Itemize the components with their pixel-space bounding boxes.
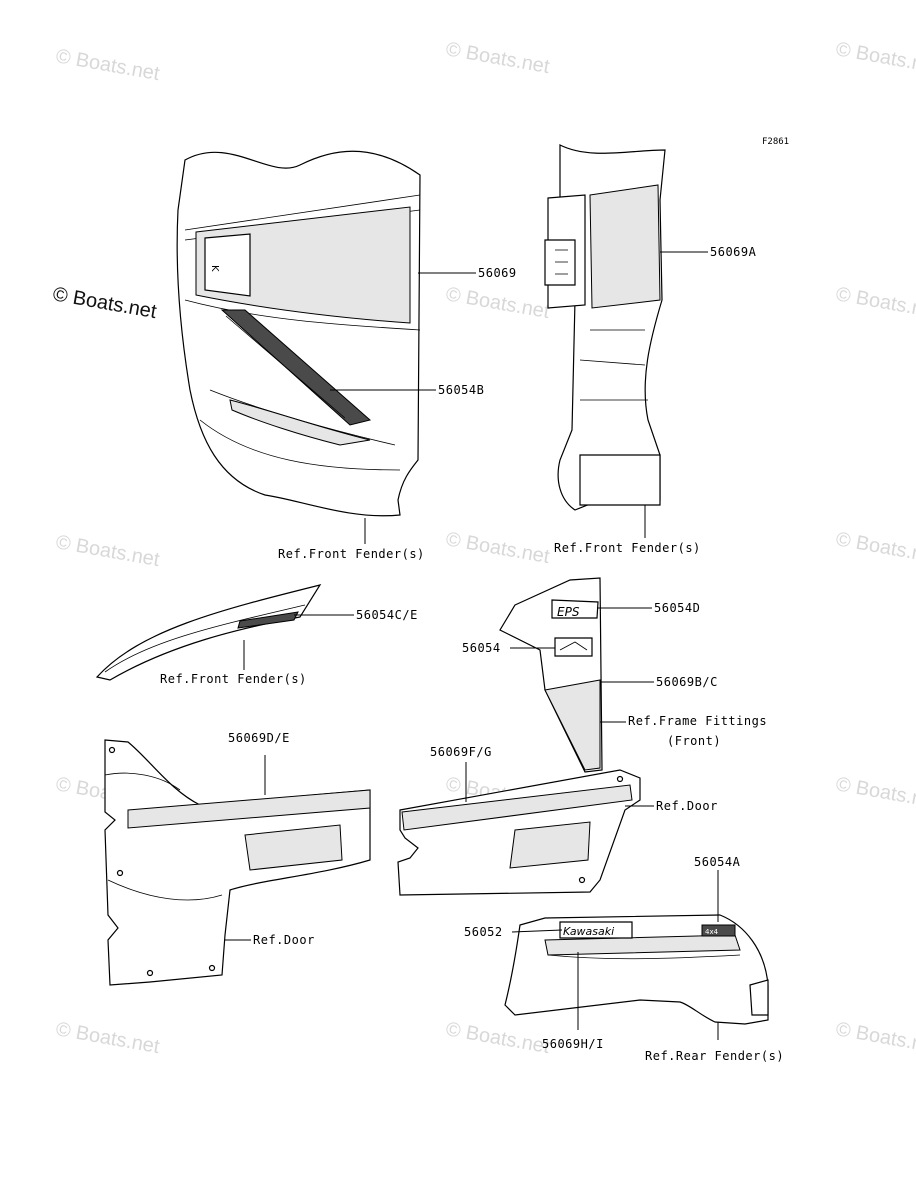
emblem-decal-text: 4x4	[705, 928, 719, 936]
callout-56054B: 56054B	[438, 383, 484, 397]
frame-fitting-front: EPS	[499, 577, 603, 773]
callout-56069BC: 56069B/C	[656, 675, 718, 689]
watermark-6: © Boats.net	[54, 531, 161, 571]
leader-56052	[511, 929, 563, 933]
front-fender-strip	[95, 584, 322, 681]
watermark-7: © Boats.net	[444, 528, 551, 568]
callout-ref-rear-fender: Ref.Rear Fender(s)	[645, 1049, 784, 1063]
leader-ref-frame-fittings	[599, 720, 626, 723]
watermark-dark: © Boats.net	[51, 283, 158, 323]
callout-56069: 56069	[478, 266, 517, 280]
rear-fender-panel: Kawasaki 4x4	[504, 914, 769, 1025]
eps-decal-text: EPS	[557, 605, 580, 619]
callout-ref-door-1: Ref.Door	[656, 799, 718, 813]
watermark-4: © Boats.net	[444, 283, 551, 323]
callout-56052: 56052	[464, 925, 503, 939]
front-fender-side-panel: K	[176, 150, 421, 517]
watermark-1: © Boats.net	[54, 45, 161, 85]
right-door-panel	[397, 769, 641, 896]
kawasaki-decal-text: Kawasaki	[563, 925, 614, 938]
callout-ref-frame-fittings-front: (Front)	[667, 734, 721, 748]
watermark-13: © Boats.net	[444, 1018, 551, 1058]
watermark-3: © Boats.net	[834, 38, 916, 78]
figure-code: F2861	[762, 137, 789, 147]
callout-56069HI: 56069H/I	[542, 1037, 604, 1051]
callout-56069FG: 56069F/G	[430, 745, 492, 759]
watermark-14: © Boats.net	[834, 1018, 916, 1058]
callout-56054A: 56054A	[694, 855, 741, 869]
watermark-5: © Boats.net	[834, 283, 916, 323]
decal-logo-text: K	[209, 265, 220, 272]
callout-ref-frame-fittings: Ref.Frame Fittings	[628, 714, 767, 728]
callout-56054CE: 56054C/E	[356, 608, 418, 622]
callout-56054D: 56054D	[654, 601, 700, 615]
front-fender-inner-panel	[544, 144, 666, 511]
callout-56069DE: 56069D/E	[228, 731, 290, 745]
callout-ref-front-fender-2: Ref.Front Fender(s)	[554, 541, 701, 555]
callout-ref-door-2: Ref.Door	[253, 933, 315, 947]
callout-ref-front-fender-1: Ref.Front Fender(s)	[278, 547, 425, 561]
left-door-panel	[104, 739, 371, 986]
watermark-11: © Boats.net	[834, 773, 916, 813]
callout-56069A: 56069A	[710, 245, 757, 259]
watermark-12: © Boats.net	[54, 1018, 161, 1058]
callout-56054: 56054	[462, 641, 501, 655]
watermark-8: © Boats.net	[834, 528, 916, 568]
watermark-2: © Boats.net	[444, 38, 551, 78]
callout-ref-front-fender-3: Ref.Front Fender(s)	[160, 672, 307, 686]
